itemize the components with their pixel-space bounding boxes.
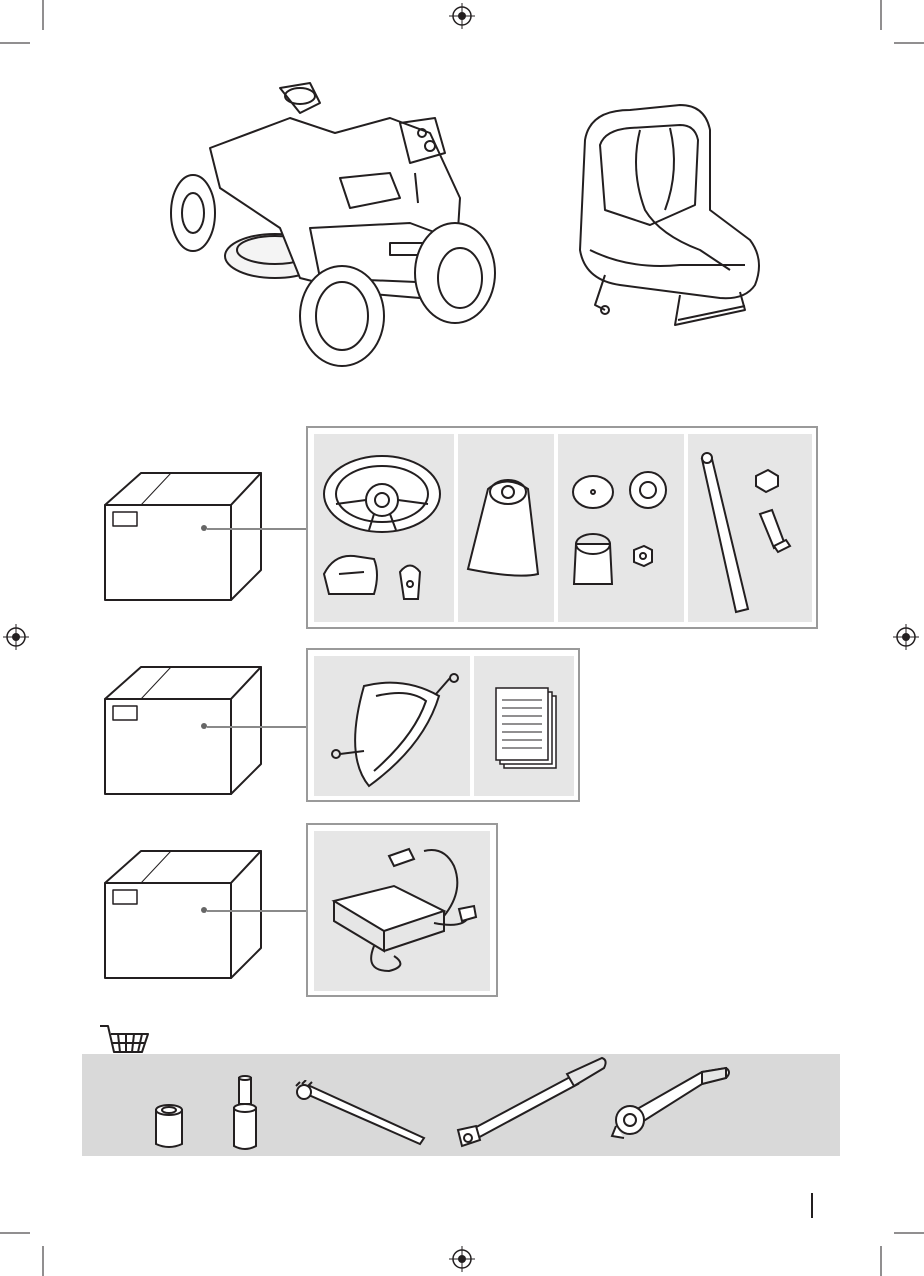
socket-adapter-icon [230,1074,260,1154]
extension-bar-icon [292,1080,432,1146]
box-3-contents-panel [306,823,498,997]
steering-wheel-icon [314,434,454,622]
shipping-box-2 [103,664,265,796]
grass-chute-deflector-icon [314,656,470,796]
column-cover-icon [458,434,554,622]
steering-wheel-cell [314,434,454,622]
battery-charger-icon [314,831,490,991]
washers-and-hub-icon [558,434,684,622]
box-1-connector [207,528,307,530]
chute-deflector-cell [314,656,470,796]
shipping-box-1 [103,470,265,602]
shipping-box-3 [103,848,265,980]
documents-cell [474,656,574,796]
washers-hub-cell [558,434,684,622]
manual-documents-icon [474,656,574,796]
shaft-and-bolt-icon [688,434,812,622]
riding-mower-illustration [160,78,510,368]
box-1-contents-panel [306,426,818,629]
seat-illustration [560,100,770,345]
box-3-connector [207,910,307,912]
recommended-tools-band [82,1054,840,1156]
shaft-bolt-cell [688,434,812,622]
socket-icon [152,1102,186,1150]
box-2-connector [207,726,307,728]
column-cover-cell [458,434,554,622]
torque-wrench-icon [452,1054,612,1154]
box-2-contents-panel [306,648,580,802]
charger-cell [314,831,490,991]
ratchet-wrench-icon [602,1064,742,1144]
